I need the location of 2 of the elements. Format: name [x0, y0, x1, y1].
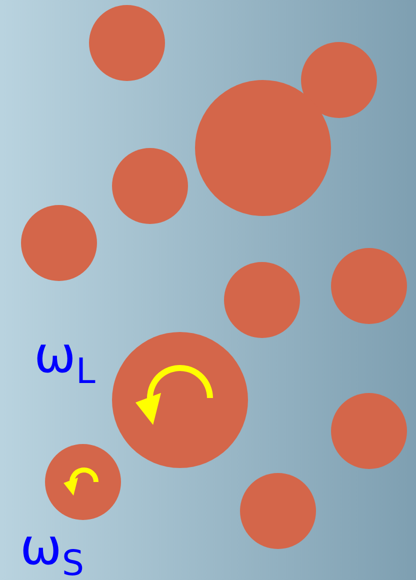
angular-velocity-label: ω$_{L}$ — [34, 330, 96, 390]
angular-velocity-label: ω$_{S}$ — [20, 522, 84, 580]
